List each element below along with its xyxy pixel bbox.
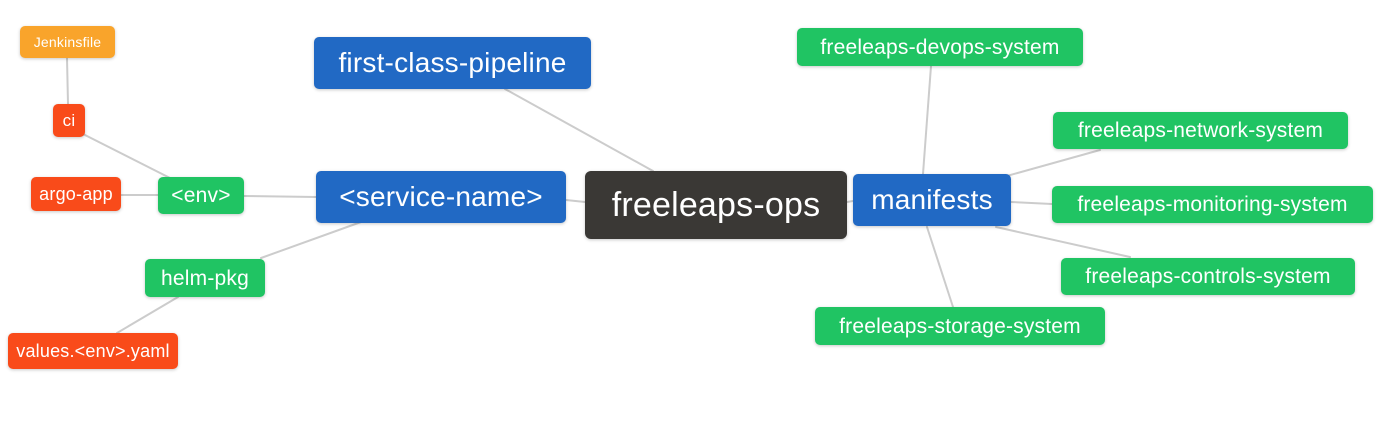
node-freeleaps-controls-system[interactable]: freeleaps-controls-system [1061,258,1355,295]
edge-helm-pkg-to-service-name [260,221,362,259]
edge-manifests-to-freeleaps-devops-system [922,65,932,175]
node-label: freeleaps-ops [611,186,821,224]
node-freeleaps-monitoring-system[interactable]: freeleaps-monitoring-system [1052,186,1373,223]
node-jenkinsfile[interactable]: Jenkinsfile [20,26,115,58]
node-values-env-yaml[interactable]: values.<env>.yaml [8,333,178,369]
node-label: values.<env>.yaml [16,341,170,361]
node-freeleaps-devops-system[interactable]: freeleaps-devops-system [797,28,1083,66]
node-label: first-class-pipeline [338,47,567,78]
node-freeleaps-storage-system[interactable]: freeleaps-storage-system [815,307,1105,345]
node-first-class-pipeline[interactable]: first-class-pipeline [314,37,591,89]
node-label: freeleaps-controls-system [1085,265,1331,288]
node-ci[interactable]: ci [53,104,85,137]
edge-manifests-to-freeleaps-network-system [995,149,1101,180]
edge-manifests-to-freeleaps-storage-system [926,226,954,308]
node-argo-app[interactable]: argo-app [31,177,121,211]
node-label: manifests [871,184,993,215]
node-env[interactable]: <env> [158,177,244,214]
node-label: helm-pkg [161,266,249,290]
node-freeleaps-ops[interactable]: freeleaps-ops [585,171,847,239]
node-label: freeleaps-storage-system [839,314,1081,338]
edge-env-to-service-name [243,195,317,198]
node-helm-pkg[interactable]: helm-pkg [145,259,265,297]
node-freeleaps-network-system[interactable]: freeleaps-network-system [1053,112,1348,149]
node-label: Jenkinsfile [33,34,102,50]
edge-manifests-to-freeleaps-controls-system [995,226,1131,258]
node-label: <service-name> [339,181,543,212]
edge-manifests-to-freeleaps-monitoring-system [1010,201,1053,205]
node-label: freeleaps-monitoring-system [1077,193,1348,216]
node-manifests[interactable]: manifests [853,174,1011,226]
edge-first-class-pipeline-to-freeleaps-ops [504,88,654,172]
node-label: freeleaps-network-system [1077,119,1324,142]
node-service-name[interactable]: <service-name> [316,171,566,223]
node-label: freeleaps-devops-system [820,35,1060,59]
node-label: argo-app [39,184,113,204]
edge-service-name-to-freeleaps-ops [565,199,586,203]
node-label: <env> [171,184,231,207]
edge-ci-to-env [82,133,171,179]
edge-values-env-yaml-to-helm-pkg [116,296,179,334]
edge-jenkinsfile-to-ci [66,57,69,105]
node-label: ci [62,111,76,130]
